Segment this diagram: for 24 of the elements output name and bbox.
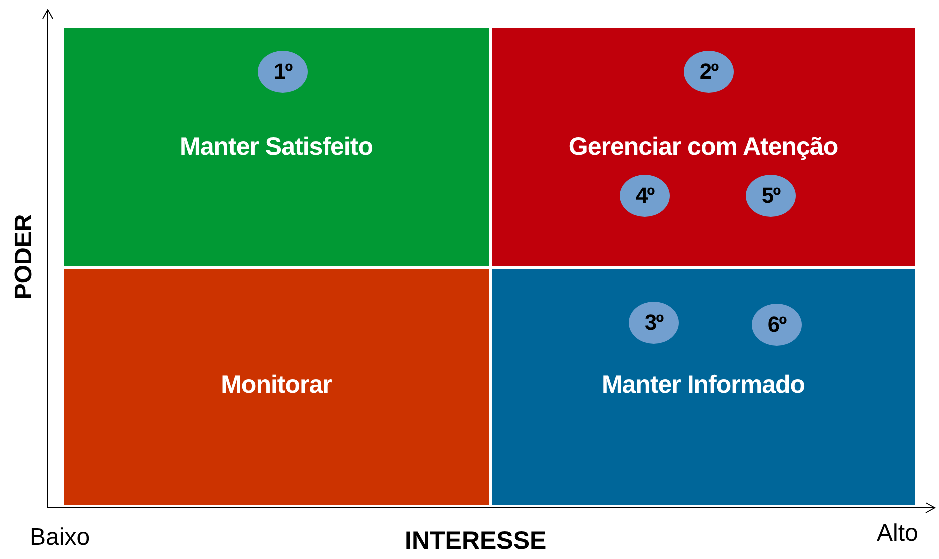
rank-badge bbox=[258, 51, 308, 93]
axis-label: INTERESSE bbox=[405, 527, 547, 556]
rank-number: 2º bbox=[700, 59, 718, 85]
rank-badge bbox=[684, 51, 734, 93]
quadrant-title: Monitorar bbox=[220, 370, 333, 400]
axis-label: PODER bbox=[10, 214, 39, 300]
quadrant bbox=[64, 269, 489, 505]
rank-badge bbox=[752, 304, 802, 346]
quadrant bbox=[492, 269, 915, 505]
rank-number: 3º bbox=[644, 310, 664, 336]
rank-number: 5º bbox=[762, 183, 780, 209]
rank-number: 4º bbox=[636, 183, 654, 209]
rank-badge bbox=[746, 175, 796, 217]
quadrant-title: Manter Informado bbox=[600, 370, 806, 400]
quadrant-title: Gerenciar com Atenção bbox=[568, 132, 840, 162]
quadrant-title: Manter Satisfeito bbox=[179, 132, 374, 162]
rank-number: 1º bbox=[274, 59, 292, 85]
rank-badge bbox=[629, 302, 679, 344]
quadrant bbox=[492, 28, 915, 266]
axis-label: Baixo bbox=[30, 524, 90, 552]
rank-badge bbox=[620, 175, 670, 217]
quadrant bbox=[64, 28, 489, 266]
axis-label: Alto bbox=[877, 520, 918, 548]
rank-number: 6º bbox=[768, 312, 786, 338]
